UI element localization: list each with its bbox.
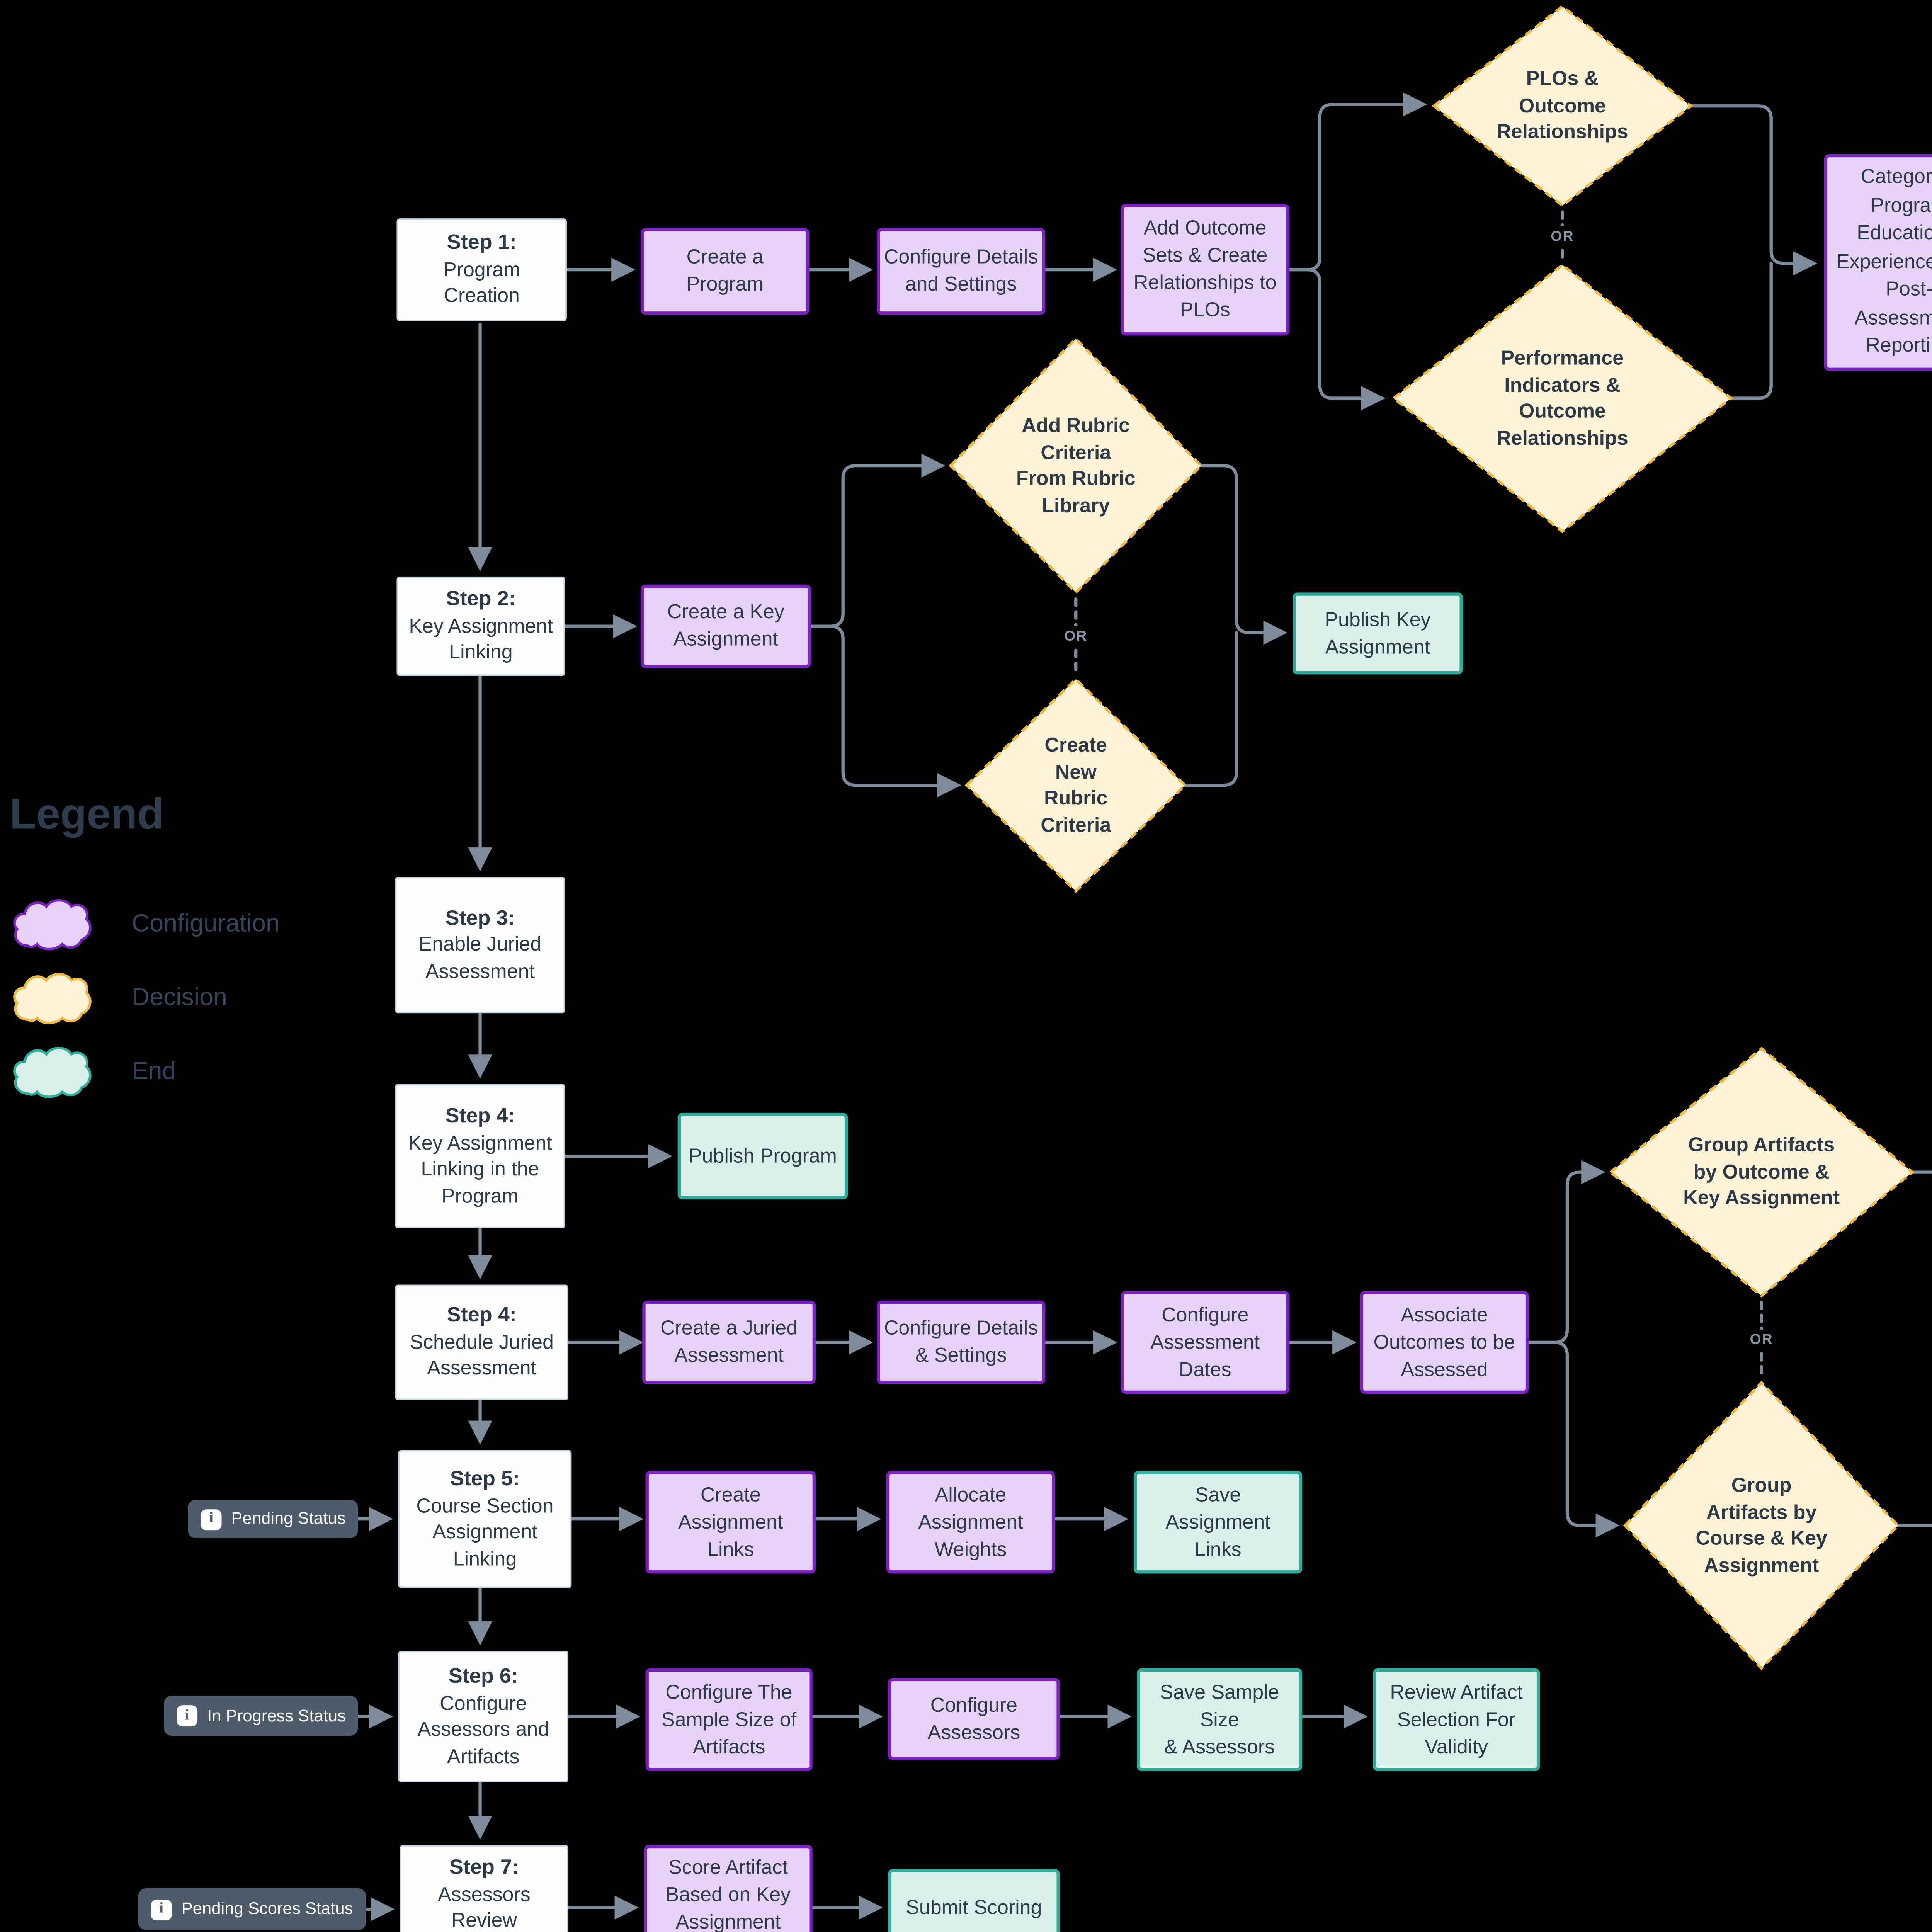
connector <box>1911 1170 1932 1174</box>
legend-item-decision: Decision <box>10 967 227 1031</box>
connector <box>1199 464 1287 645</box>
end-node-save-sample-assessors: Save Sample Size & Assessors <box>1137 1668 1303 1771</box>
decision-cloud-icon <box>13 973 92 1024</box>
info-icon: i <box>151 1899 172 1920</box>
status-tag-pending-scores: i Pending Scores Status <box>138 1888 366 1930</box>
config-node-create-program: Create a Program <box>641 228 810 315</box>
legend-label: Decision <box>131 984 227 1012</box>
decision-label-group-by-outcome: Group Artifacts by Outcome & Key Assignm… <box>1683 1134 1840 1210</box>
decision-label-plos-outcome: PLOs & Outcome Relationships <box>1497 68 1628 143</box>
status-tag-label: Pending Status <box>231 1509 346 1529</box>
decision-diamond-add-rubric <box>949 337 1203 595</box>
legend-item-end: End <box>10 1041 176 1105</box>
end-node-publish-key-assignment: Publish Key Assignment <box>1293 592 1463 675</box>
config-node-add-outcome-sets: Add Outcome Sets & Create Relationships … <box>1121 204 1289 336</box>
connector <box>1729 262 1773 400</box>
step-title: Step 5: <box>450 1466 520 1490</box>
step-box-5: Step 5: Course Section Assignment Linkin… <box>398 1450 572 1588</box>
info-icon: i <box>201 1509 222 1530</box>
config-node-create-key-assignment: Create a Key Assignment <box>641 584 811 668</box>
config-node-configure-assessment-dates: Configure Assessment Dates <box>1121 1291 1289 1394</box>
step-title: Step 4: <box>445 1103 515 1128</box>
step-box-4-schedule: Step 4: Schedule Juried Assessment <box>395 1284 569 1400</box>
config-node-configure-assessors: Configure Assessors <box>888 1678 1060 1760</box>
connector <box>1689 104 1818 276</box>
or-label: OR <box>1546 226 1579 246</box>
connector <box>1287 268 1386 410</box>
step-label: Schedule Juried Assessment <box>410 1330 554 1380</box>
or-label: OR <box>1745 1329 1778 1349</box>
connector <box>809 624 962 798</box>
step-title: Step 4: <box>447 1303 517 1327</box>
end-node-publish-program-mid: Publish Program <box>677 1112 848 1200</box>
config-node-score-artifact: Score Artifact Based on Key Assignment R… <box>644 1845 813 1932</box>
decision-diamond-performance-indicators <box>1391 263 1733 534</box>
status-tag-pending: i Pending Status <box>188 1500 359 1539</box>
legend-label: End <box>131 1058 176 1086</box>
decision-diamond-create-new-rubric <box>964 677 1187 893</box>
legend-title: Legend <box>9 790 164 838</box>
status-tag-in-progress: i In Progress Status <box>163 1696 359 1736</box>
config-node-create-juried-assessment: Create a Juried Assessment <box>642 1301 816 1384</box>
step-label: Key Assignment Linking in the Program <box>408 1131 552 1207</box>
status-tag-label: Pending Scores Status <box>181 1900 353 1919</box>
connector <box>1183 631 1238 787</box>
legend-item-configuration: Configuration <box>10 893 280 957</box>
config-node-associate-outcomes: Associate Outcomes to be Assessed <box>1360 1291 1529 1394</box>
step-title: Step 3: <box>445 905 515 930</box>
step-title: Step 7: <box>449 1854 519 1879</box>
config-node-create-assignment-links: Create Assignment Links <box>645 1471 816 1574</box>
end-node-save-assignment-links: Save Assignment Links <box>1133 1471 1303 1574</box>
decision-label-create-new-rubric: Create New Rubric Criteria <box>1041 734 1111 836</box>
end-cloud-icon <box>13 1046 92 1098</box>
or-label: OR <box>1059 626 1092 646</box>
config-node-configure-sample-size: Configure The Sample Size of Artifacts <box>645 1668 813 1771</box>
step-title: Step 2: <box>446 586 516 611</box>
connector <box>1287 92 1427 272</box>
decision-diamond-group-by-outcome <box>1608 1047 1915 1298</box>
step-box-1: Step 1: Program Creation <box>396 218 567 321</box>
step-box-4-key-assignment: Step 4: Key Assignment Linking in the Pr… <box>395 1084 565 1229</box>
step-label: Key Assignment Linking <box>409 614 553 664</box>
info-icon: i <box>177 1705 198 1726</box>
config-node-allocate-assignment-weights: Allocate Assignment Weights <box>886 1471 1055 1574</box>
legend-label: Configuration <box>131 910 280 938</box>
config-node-configure-details-settings-2: Configure Details & Settings <box>876 1301 1046 1384</box>
connector <box>809 453 946 628</box>
step-label: Program Creation <box>443 258 520 307</box>
end-node-review-artifact-validity: Review Artifact Selection For Validity <box>1373 1668 1540 1771</box>
decision-label-performance-indicators: Performance Indicators & Outcome Relatio… <box>1497 347 1628 449</box>
config-node-configure-details-settings: Configure Details and Settings <box>876 228 1046 315</box>
step-box-2: Step 2: Key Assignment Linking <box>396 576 565 676</box>
end-node-submit-scoring: Submit Scoring <box>888 1869 1060 1932</box>
decision-label-group-by-course: Group Artifacts by Course & Key Assignme… <box>1696 1474 1828 1576</box>
connector <box>1527 1160 1605 1344</box>
step-label: Assessors Review and Scoring <box>438 1883 531 1932</box>
step-title: Step 1: <box>447 230 517 254</box>
decision-label-add-rubric: Add Rubric Criteria From Rubric Library <box>1016 414 1136 517</box>
decision-diamond-plos-outcome <box>1432 5 1693 207</box>
connector <box>1527 1340 1620 1537</box>
step-box-7: Step 7: Assessors Review and Scoring <box>400 1845 569 1932</box>
connector <box>1896 1524 1932 1527</box>
configuration-cloud-icon <box>13 899 92 951</box>
step-title: Step 6: <box>448 1663 518 1688</box>
step-label: Enable Juried Assessment <box>418 933 542 983</box>
config-node-categorize-program: Categorize Program Educational Experienc… <box>1824 154 1932 371</box>
step-box-6: Step 6: Configure Assessors and Artifact… <box>398 1650 569 1782</box>
status-tag-label: In Progress Status <box>207 1706 346 1726</box>
step-label: Configure Assessors and Artifacts <box>417 1691 549 1767</box>
step-label: Course Section Assignment Linking <box>416 1494 554 1570</box>
step-box-3: Step 3: Enable Juried Assessment <box>395 876 565 1014</box>
